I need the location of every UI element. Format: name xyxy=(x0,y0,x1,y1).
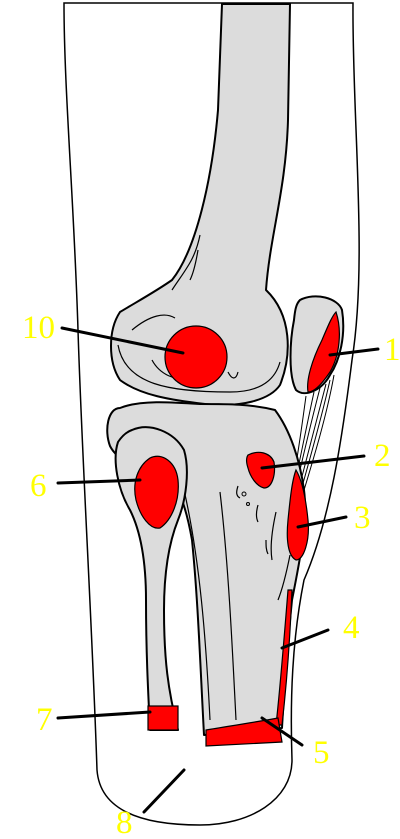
label-4: 4 xyxy=(343,610,360,646)
label-6: 6 xyxy=(30,468,47,504)
label-7: 7 xyxy=(36,702,53,738)
label-8: 8 xyxy=(116,805,133,839)
label-2: 2 xyxy=(374,438,391,474)
label-3: 3 xyxy=(354,500,371,536)
lesion-10 xyxy=(165,326,227,388)
label-1: 1 xyxy=(384,332,400,368)
lesion-7 xyxy=(148,706,178,730)
label-10: 10 xyxy=(22,310,55,346)
label-5: 5 xyxy=(313,735,330,771)
